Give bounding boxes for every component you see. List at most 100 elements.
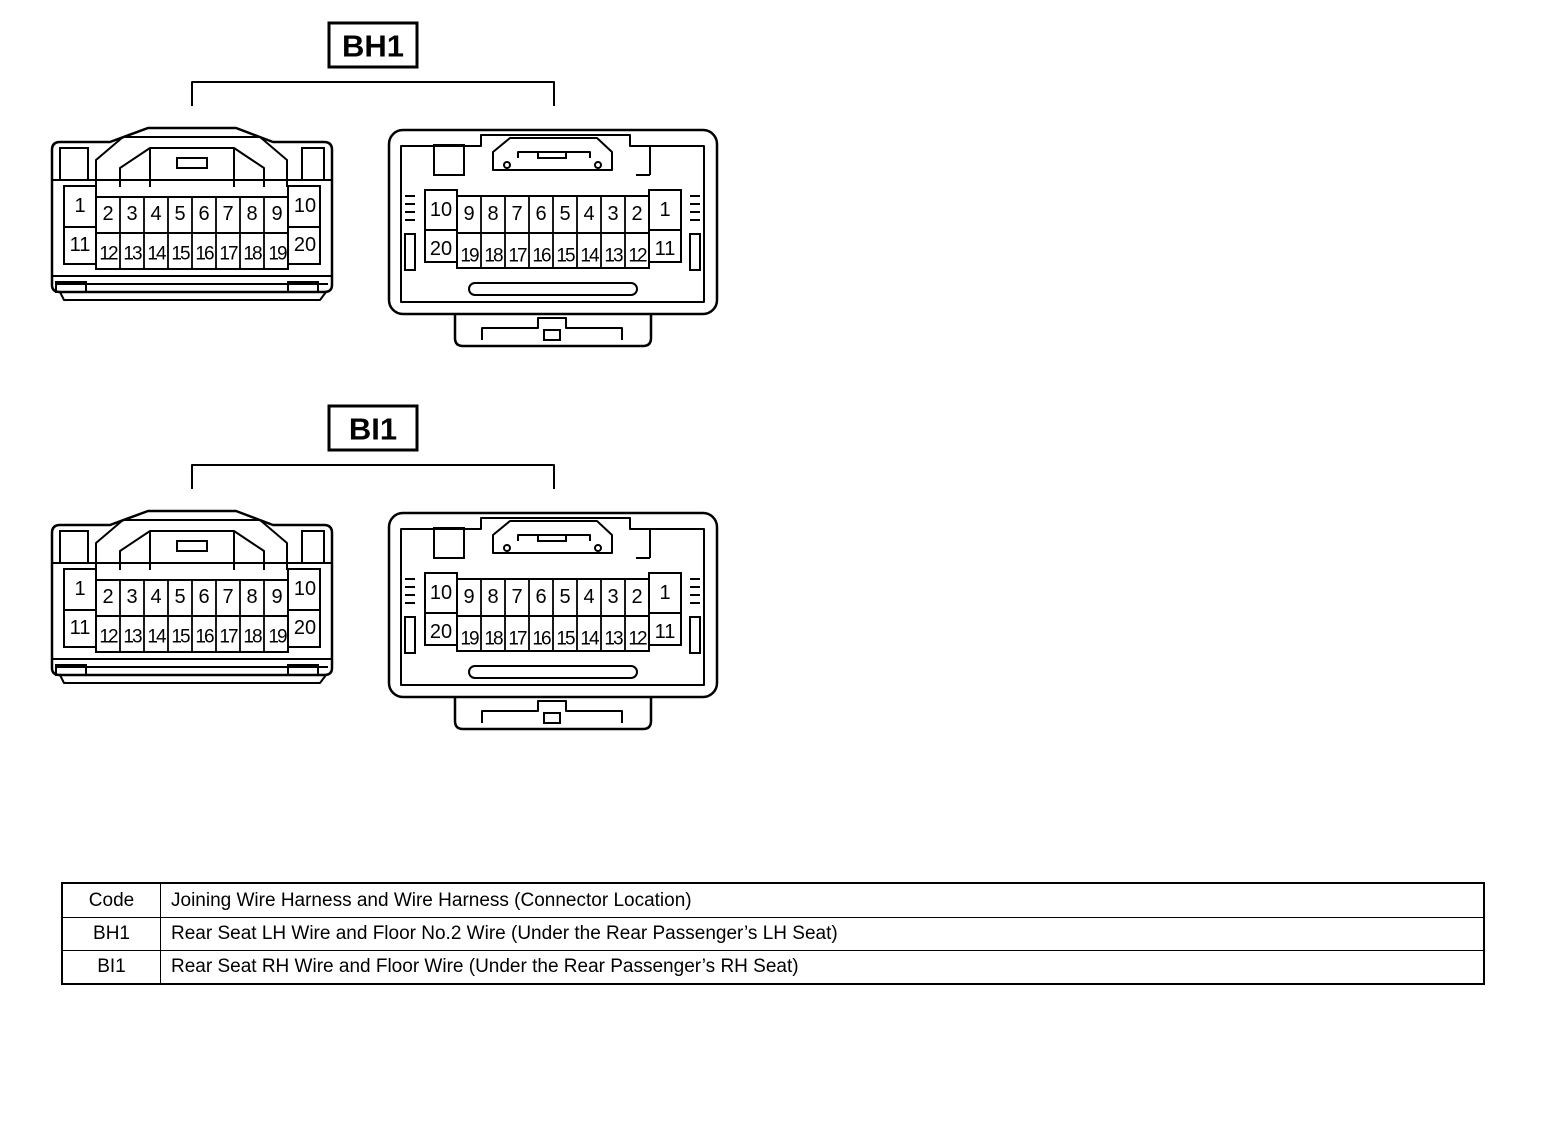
pin-number: 8 <box>246 586 257 608</box>
pin-number: 18 <box>243 627 262 648</box>
bracket <box>191 81 555 106</box>
pin-number: 16 <box>532 629 551 650</box>
pin-number: 7 <box>511 586 522 608</box>
pin-number: 14 <box>580 629 600 650</box>
pin-block <box>287 185 321 265</box>
pin-number: 11 <box>70 617 91 639</box>
side-slot <box>301 530 325 564</box>
side-slot <box>59 530 89 564</box>
connector-housing <box>387 511 719 699</box>
connector-code-box <box>327 21 419 69</box>
pin-number: 16 <box>532 246 551 267</box>
table-row: BH1 Rear Seat LH Wire and Floor No.2 Wir… <box>61 917 1485 951</box>
latch-tab <box>492 520 613 554</box>
lock-tab <box>453 314 653 348</box>
pin-number: 2 <box>631 586 642 608</box>
pin-number: 8 <box>487 203 498 225</box>
pin-number: 9 <box>463 586 474 608</box>
pin-number: 10 <box>294 578 316 600</box>
connector-code-label: BI1 <box>349 412 397 447</box>
pin-number: 6 <box>198 586 209 608</box>
table-header-row: Code Joining Wire Harness and Wire Harne… <box>61 882 1485 918</box>
table-row-description: Rear Seat RH Wire and Floor Wire (Under … <box>160 950 1485 985</box>
pin-number: 6 <box>535 203 546 225</box>
pin-number: 15 <box>171 244 190 265</box>
pin-number: 1 <box>659 582 670 604</box>
pin-number: 12 <box>628 629 647 650</box>
pin-number: 11 <box>655 238 676 260</box>
pin-number: 14 <box>147 627 167 648</box>
connector-housing <box>387 128 719 316</box>
pin-number: 4 <box>150 203 161 225</box>
pin-block <box>287 568 321 648</box>
pin-number: 16 <box>195 627 214 648</box>
pin-number: 5 <box>174 586 185 608</box>
pin-number: 8 <box>246 203 257 225</box>
bottom-slot <box>468 282 638 296</box>
pin-number: 10 <box>294 195 316 217</box>
pin-number: 19 <box>460 629 479 650</box>
pin-number: 1 <box>74 578 85 600</box>
pin-number: 6 <box>198 203 209 225</box>
pin-number: 13 <box>604 246 623 267</box>
latch-tab <box>176 540 208 552</box>
pin-number: 7 <box>511 203 522 225</box>
pin-number: 19 <box>268 244 287 265</box>
pin-number: 3 <box>126 586 137 608</box>
pin-number: 13 <box>123 244 142 265</box>
pin-number: 18 <box>484 629 503 650</box>
pin-number: 3 <box>126 203 137 225</box>
latch-tab <box>176 157 208 169</box>
connector-location-table: Code Joining Wire Harness and Wire Harne… <box>61 882 1485 985</box>
pin-number: 6 <box>535 586 546 608</box>
pin-number: 20 <box>430 621 452 643</box>
pin-number: 2 <box>631 203 642 225</box>
pin-number: 12 <box>99 627 118 648</box>
table-row: BI1 Rear Seat RH Wire and Floor Wire (Un… <box>61 950 1485 985</box>
side-slot <box>59 147 89 181</box>
table-row-code: BI1 <box>61 950 161 985</box>
pin-number: 14 <box>147 244 167 265</box>
pin-block <box>648 572 682 646</box>
connector-code-label: BH1 <box>342 29 404 64</box>
side-slot <box>301 147 325 181</box>
pin-number: 20 <box>294 617 316 639</box>
bracket <box>191 464 555 489</box>
pin-number: 14 <box>580 246 600 267</box>
pin-number: 1 <box>659 199 670 221</box>
side-slot <box>433 527 465 559</box>
table-row-description: Rear Seat LH Wire and Floor No.2 Wire (U… <box>160 917 1485 951</box>
pin-number: 17 <box>508 246 527 267</box>
pin-number: 2 <box>102 203 113 225</box>
latch-tab <box>492 137 613 171</box>
bottom-slot <box>468 665 638 679</box>
connector-code-box <box>327 404 419 452</box>
pin-number: 2 <box>102 586 113 608</box>
pin-number: 18 <box>243 244 262 265</box>
pin-number: 5 <box>174 203 185 225</box>
pin-number: 15 <box>556 629 575 650</box>
pin-number: 9 <box>271 586 282 608</box>
pin-number: 18 <box>484 246 503 267</box>
pin-number: 13 <box>123 627 142 648</box>
pin-number: 11 <box>70 234 91 256</box>
pin-number: 20 <box>430 238 452 260</box>
pin-number: 10 <box>430 199 452 221</box>
pin-number: 12 <box>99 244 118 265</box>
pin-number: 4 <box>583 203 594 225</box>
pin-number: 5 <box>559 586 570 608</box>
pin-number: 9 <box>271 203 282 225</box>
pin-number: 17 <box>508 629 527 650</box>
pin-number: 19 <box>268 627 287 648</box>
pin-number: 10 <box>430 582 452 604</box>
pin-number: 11 <box>655 621 676 643</box>
pin-number: 4 <box>583 586 594 608</box>
pin-number: 7 <box>222 203 233 225</box>
pin-number: 17 <box>219 244 238 265</box>
pin-block <box>648 189 682 263</box>
